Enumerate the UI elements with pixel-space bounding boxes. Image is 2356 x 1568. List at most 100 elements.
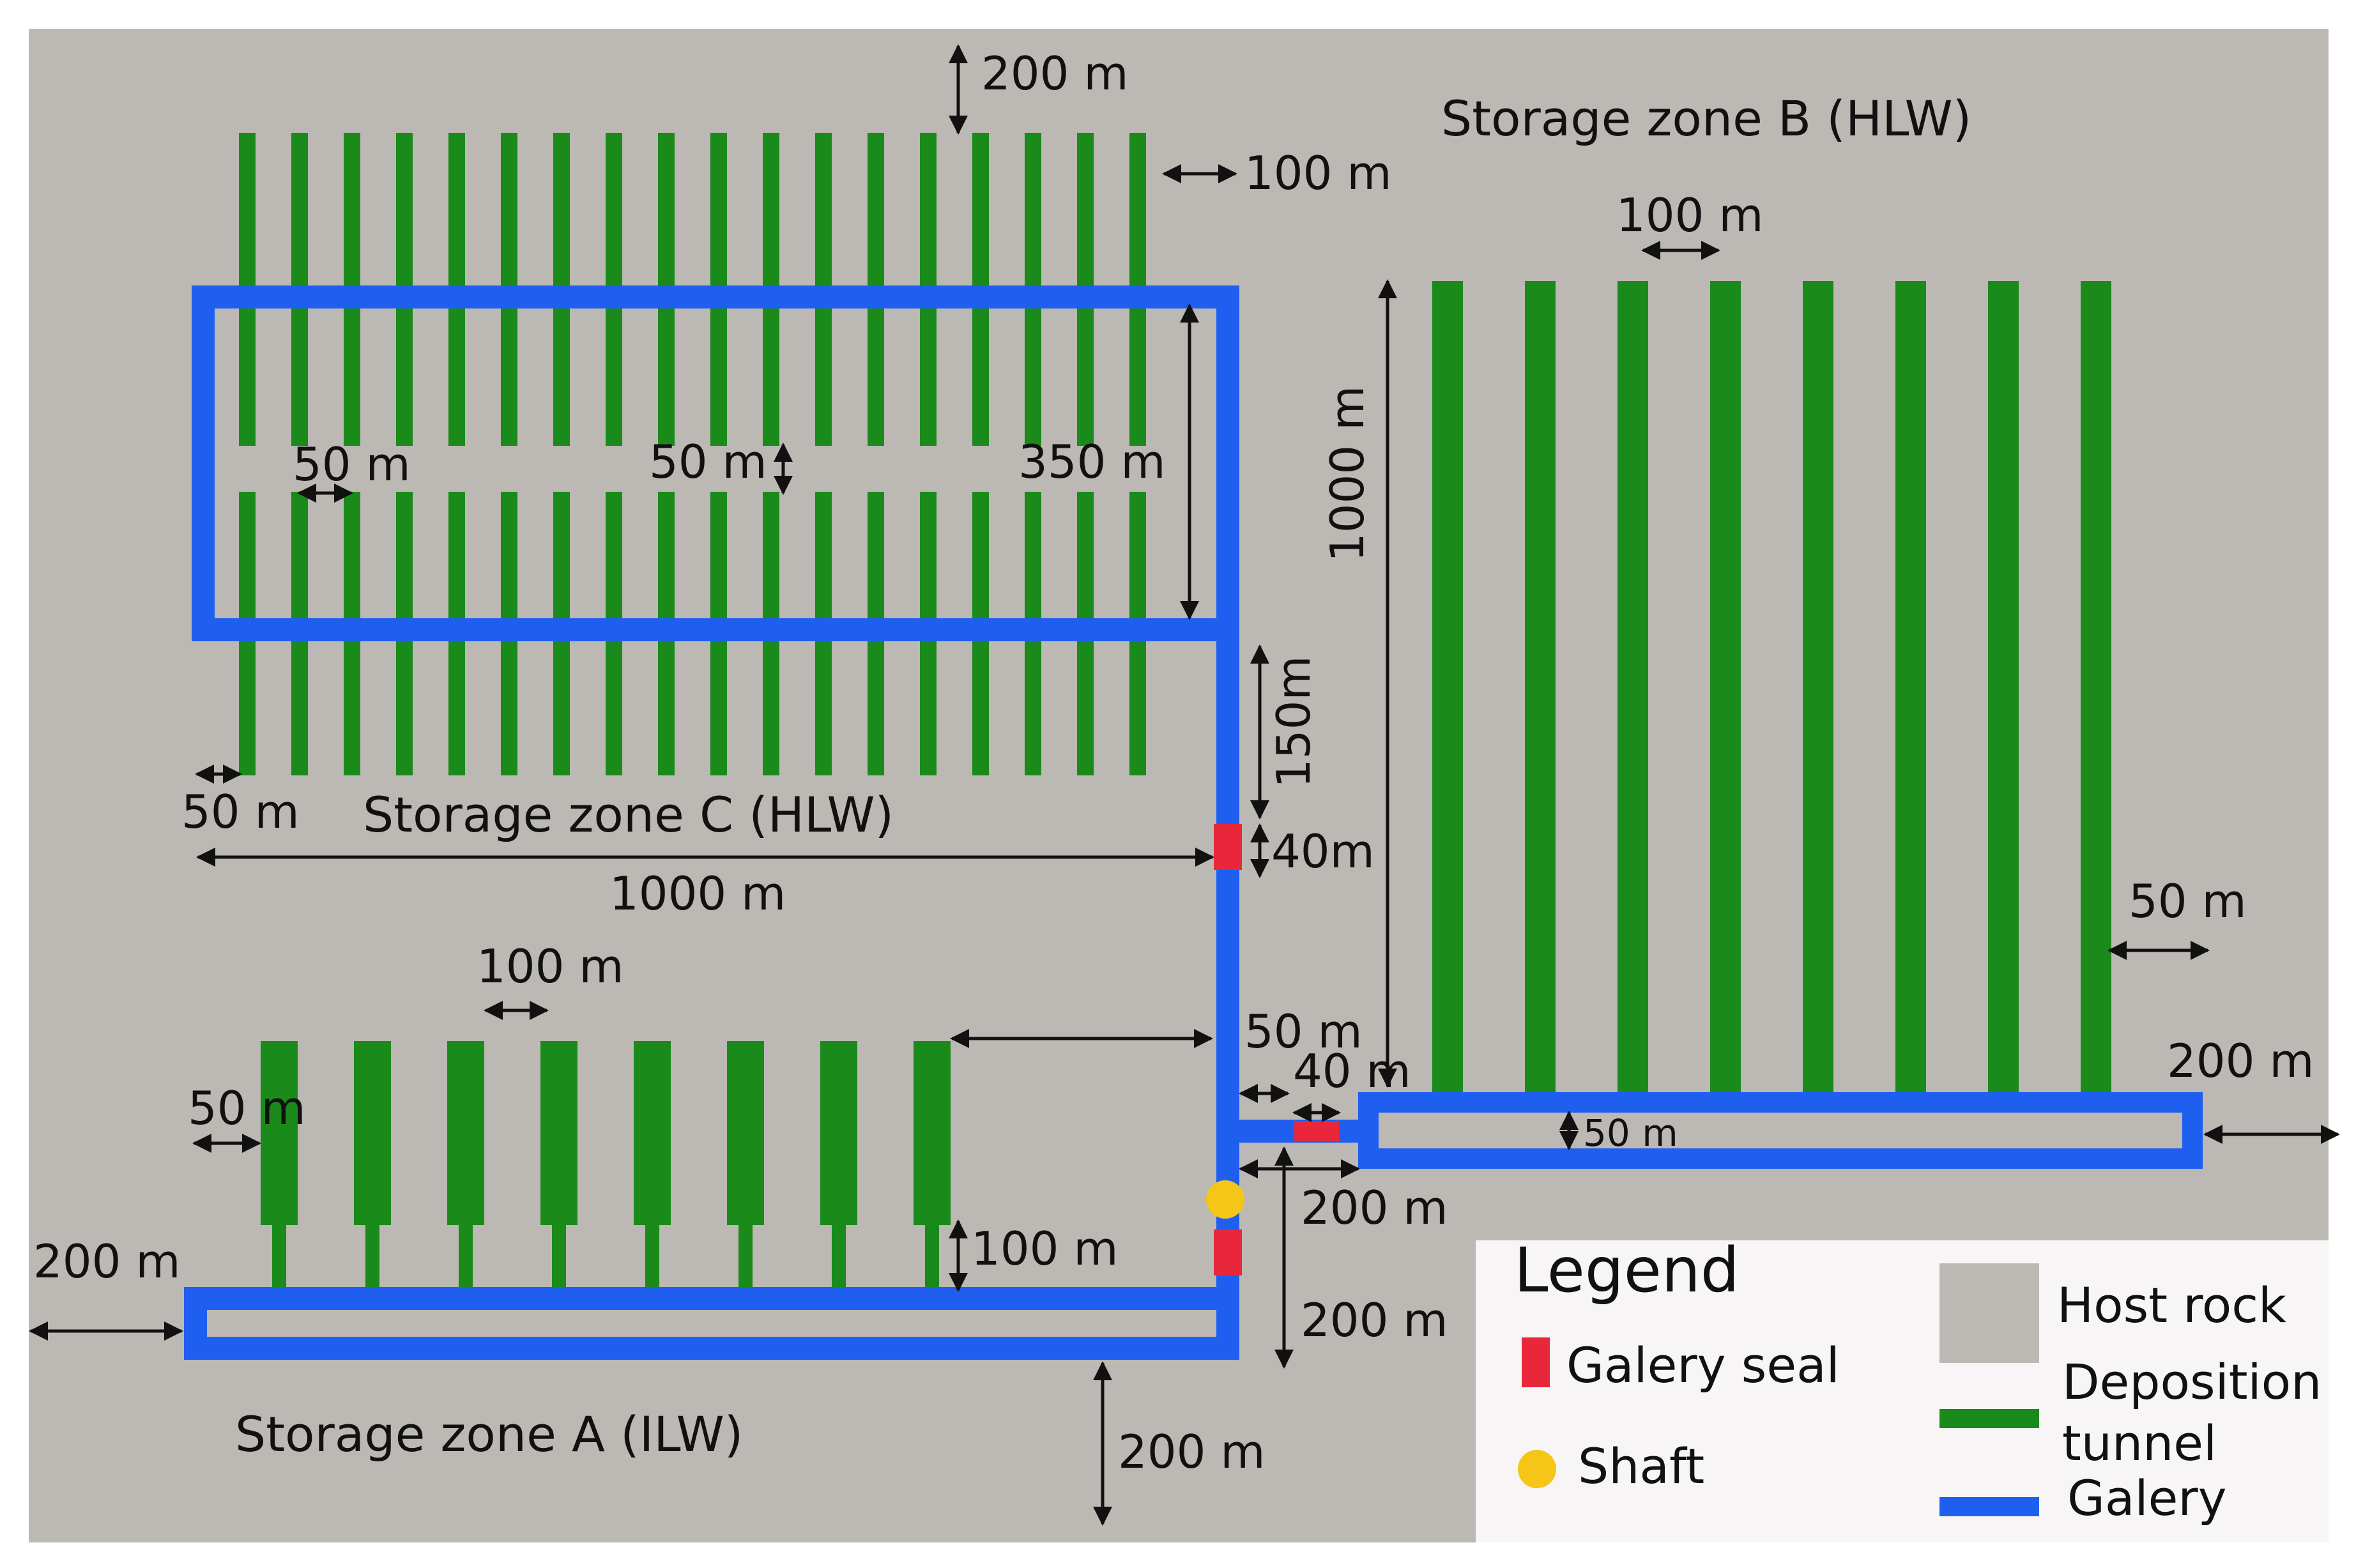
- dim-conn-50-text: 50 m: [1244, 1005, 1363, 1058]
- legend: Legend Host rock Galery seal Deposition …: [1476, 1235, 2329, 1542]
- dim-b-height-1000-text: 1000 m: [1320, 386, 1374, 562]
- zone-a-tunnel: [261, 1041, 298, 1225]
- dim-c-width-1000-text: 1000 m: [609, 867, 786, 920]
- legend-title: Legend: [1514, 1235, 1740, 1306]
- zone-c-tunnel-middle: [1129, 492, 1146, 632]
- zone-a-label: Storage zone A (ILW): [235, 1406, 743, 1463]
- zone-b-tunnel: [1432, 281, 1463, 1095]
- zone-b-gallery-bottom: [1358, 1148, 2203, 1169]
- zone-a-tunnel: [354, 1041, 391, 1225]
- zone-a-gallery-top: [184, 1287, 1239, 1310]
- zone-c-gallery-top: [192, 285, 1239, 308]
- dim-a-tunnel-100-text: 100 m: [971, 1222, 1118, 1275]
- zone-c-tunnel-lower: [868, 632, 884, 775]
- dim-a-bottom-200-text: 200 m: [1118, 1425, 1265, 1479]
- dim-c-gap-50-left-text: 50 m: [293, 438, 411, 491]
- zone-c-tunnel-middle: [815, 492, 832, 632]
- dim-b-spacing-100-text: 100 m: [1616, 188, 1763, 242]
- zone-c-tunnel-middle: [658, 492, 675, 632]
- legend-galery-label: Galery: [2067, 1470, 2227, 1526]
- zone-a-tunnel-stem: [925, 1225, 939, 1289]
- dim-b-right-50-text: 50 m: [2129, 874, 2247, 928]
- zone-c-tunnel-middle: [972, 492, 989, 632]
- zone-a-tunnel: [727, 1041, 764, 1225]
- zone-c-tunnel-lower: [291, 632, 308, 775]
- zone-b-tunnel: [1988, 281, 2019, 1095]
- zone-b-gallery-left: [1358, 1092, 1379, 1169]
- zone-a-tunnel-stem: [832, 1225, 846, 1289]
- zone-c-tunnel-middle: [239, 492, 256, 632]
- zone-c-gallery-left: [192, 285, 215, 641]
- dim-a-left-200-text: 200 m: [33, 1235, 180, 1288]
- dim-vert-40-text: 40m: [1271, 825, 1375, 878]
- zone-c-tunnel-lower: [710, 632, 727, 775]
- zone-a-tunnel-stem: [365, 1225, 379, 1289]
- zone-c-tunnel-middle: [920, 492, 937, 632]
- zone-b-gallery: [1358, 1092, 2203, 1169]
- zone-c-tunnel-lower: [815, 632, 832, 775]
- zone-b-tunnel: [1803, 281, 1833, 1095]
- legend-background: [1476, 1240, 2329, 1542]
- zone-c-tunnel-lower: [239, 632, 256, 775]
- zone-c-gallery-right: [1216, 285, 1239, 641]
- zone-c-tunnel-middle: [396, 492, 413, 632]
- legend-galery-seal-label: Galery seal: [1566, 1337, 1840, 1394]
- zone-b-tunnel: [2081, 281, 2111, 1095]
- zone-c-galleries: [192, 285, 1239, 641]
- zone-a-tunnel-stem: [272, 1225, 286, 1289]
- zone-c-tunnel-middle: [448, 492, 465, 632]
- zone-a-gallery-left: [184, 1287, 207, 1360]
- zone-a-tunnel: [634, 1041, 671, 1225]
- dim-a-left-50-text: 50 m: [188, 1081, 306, 1135]
- zone-c-tunnel-lower: [1077, 632, 1094, 775]
- zone-c-tunnel-lower: [396, 632, 413, 775]
- zone-b-tunnel: [1618, 281, 1648, 1095]
- zone-c-tunnel-lower: [763, 632, 779, 775]
- zone-b-label: Storage zone B (HLW): [1441, 90, 1971, 147]
- zone-c-tunnel-lower: [344, 632, 360, 775]
- galery-seal-lower: [1214, 1229, 1242, 1275]
- legend-host-rock-swatch: [1939, 1263, 2039, 1363]
- legend-galery-swatch: [1939, 1497, 2039, 1516]
- galery-seal-connector: [1294, 1121, 1339, 1141]
- zone-c-tunnel-middle: [291, 492, 308, 632]
- zone-c-tunnel-lower: [1025, 632, 1041, 775]
- zone-a-tunnel-stem: [552, 1225, 566, 1289]
- zone-a-tunnel: [447, 1041, 484, 1225]
- galery-seal-upper: [1214, 824, 1242, 870]
- zone-a-gallery: [184, 1287, 1239, 1360]
- zone-c-tunnel-middle: [606, 492, 622, 632]
- zone-b-tunnel: [1895, 281, 1926, 1095]
- zone-a-tunnel-stem: [459, 1225, 473, 1289]
- zone-c-tunnel-lower: [1129, 632, 1146, 775]
- zone-c-gallery-bottom: [192, 618, 1239, 641]
- dim-c-right-100-text: 100 m: [1244, 146, 1391, 200]
- zone-c-tunnel-middle: [1025, 492, 1041, 632]
- zone-b-deposition-tunnels: [1432, 281, 2111, 1095]
- shaft-marker: [1206, 1180, 1244, 1219]
- zone-a-tunnel: [914, 1041, 951, 1225]
- dim-vert-150-text: 150m: [1267, 655, 1320, 788]
- dim-b-right-200-text: 200 m: [2167, 1034, 2314, 1088]
- legend-deposition-tunnel-label-1: Deposition: [2062, 1353, 2322, 1410]
- legend-host-rock-label: Host rock: [2057, 1277, 2286, 1334]
- zone-c-tunnel-lower: [448, 632, 465, 775]
- dim-shaft-down-200-text: 200 m: [1301, 1293, 1448, 1347]
- zone-a-tunnel: [820, 1041, 857, 1225]
- zone-b-tunnel: [1525, 281, 1556, 1095]
- legend-shaft-swatch: [1518, 1450, 1556, 1488]
- dim-conn-40-text: 40 m: [1293, 1044, 1411, 1098]
- zone-c-tunnel-middle: [868, 492, 884, 632]
- zone-c-tunnel-lower: [658, 632, 675, 775]
- zone-c-tunnel-middle: [763, 492, 779, 632]
- legend-deposition-tunnel-label-2: tunnel: [2062, 1415, 2217, 1472]
- dimension-lines: [29, 44, 2340, 1526]
- dim-b-gallery-50-text: 50 m: [1583, 1111, 1678, 1155]
- dim-c-height-350-text: 350 m: [1018, 435, 1165, 489]
- zone-c-tunnel-middle: [501, 492, 517, 632]
- zone-b-gallery-top: [1358, 1092, 2203, 1113]
- zone-c-tunnel-lower: [553, 632, 570, 775]
- zone-a-deposition-tunnels: [261, 1041, 951, 1289]
- dim-c-gap-50-mid-text: 50 m: [649, 435, 767, 489]
